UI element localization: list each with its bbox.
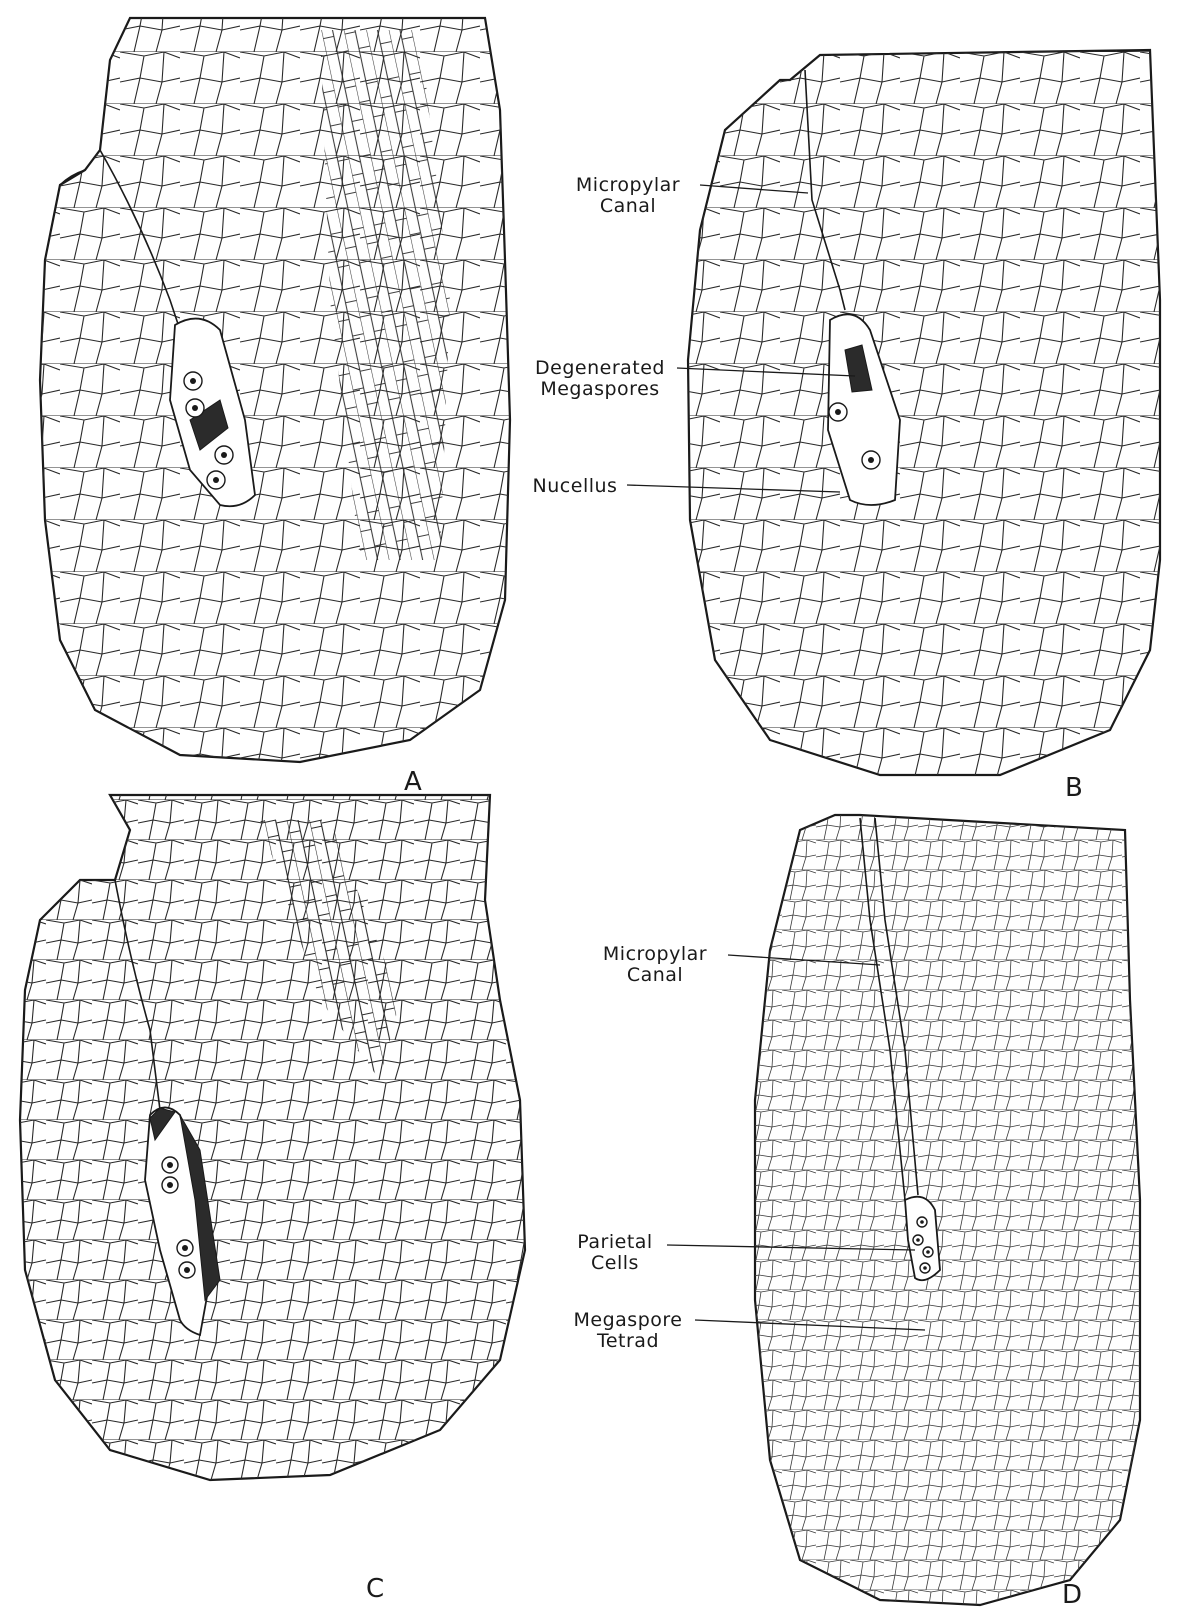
panel-b-ovule <box>627 50 1160 775</box>
d-micropylar-label: Micropylar Canal <box>580 944 730 986</box>
b-nucellus-line1: Nucellus <box>525 476 625 497</box>
panel-a-ovule <box>40 18 510 762</box>
d-parietal-line2: Cells <box>560 1253 670 1274</box>
b-nucellus-label: Nucellus <box>525 476 625 497</box>
b-degenerated-line1: Degenerated <box>525 358 675 379</box>
panel-d-ovule <box>667 815 1140 1605</box>
d-parietal-line1: Parietal <box>560 1232 670 1253</box>
d-micropylar-line1: Micropylar <box>580 944 730 965</box>
b-degenerated-line2: Megaspores <box>525 379 675 400</box>
b-micropylar-line2: Canal <box>553 196 703 217</box>
b-micropylar-line1: Micropylar <box>553 175 703 196</box>
d-megaspore-line1: Megaspore <box>563 1310 693 1331</box>
panel-c-ovule <box>20 795 525 1480</box>
b-micropylar-label: Micropylar Canal <box>553 175 703 217</box>
panel-letter-b: B <box>1065 773 1083 803</box>
panel-letter-c: C <box>366 1574 384 1604</box>
d-parietal-label: Parietal Cells <box>560 1232 670 1274</box>
panel-letter-a: A <box>404 767 422 797</box>
d-megaspore-label: Megaspore Tetrad <box>563 1310 693 1352</box>
d-megaspore-line2: Tetrad <box>563 1331 693 1352</box>
b-degenerated-label: Degenerated Megaspores <box>525 358 675 400</box>
panel-letter-d: D <box>1062 1580 1082 1610</box>
d-micropylar-line2: Canal <box>580 965 730 986</box>
